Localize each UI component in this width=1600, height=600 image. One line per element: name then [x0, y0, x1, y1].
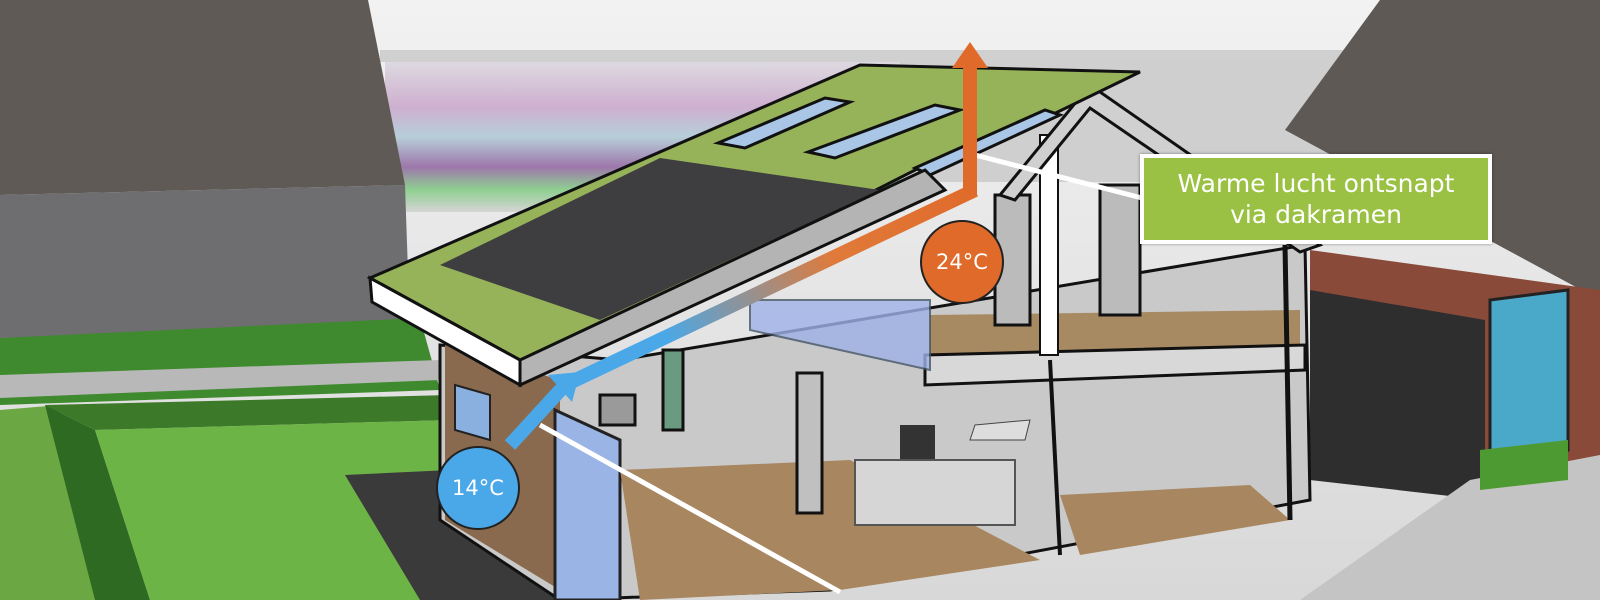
- solar-panel: [440, 158, 880, 320]
- callout-box: Warme lucht ontsnapt via dakramen: [1140, 154, 1492, 244]
- ground-floor: [620, 460, 1040, 600]
- glass-door: [553, 407, 622, 600]
- lawn: [95, 420, 450, 600]
- pointer-line: [538, 422, 842, 595]
- glass-balustrade: [749, 299, 931, 372]
- left-house-roof: [0, 0, 405, 195]
- temperature-badge-warm: 24°C: [920, 220, 1004, 304]
- kitchen: [854, 459, 1016, 526]
- skylight: [712, 96, 856, 150]
- callout-line-1: Warme lucht ontsnapt: [1177, 169, 1455, 198]
- right-house-roof: [1285, 0, 1600, 300]
- callout-line-2: via dakramen: [1230, 200, 1402, 229]
- temperature-badge-cold: 14°C: [436, 446, 520, 530]
- left-house-wall: [0, 185, 410, 338]
- arrow-up-icon: [952, 42, 988, 68]
- callout-pointer-line: [974, 152, 1143, 201]
- skylight: [802, 103, 966, 160]
- roof-fascia: [518, 168, 948, 388]
